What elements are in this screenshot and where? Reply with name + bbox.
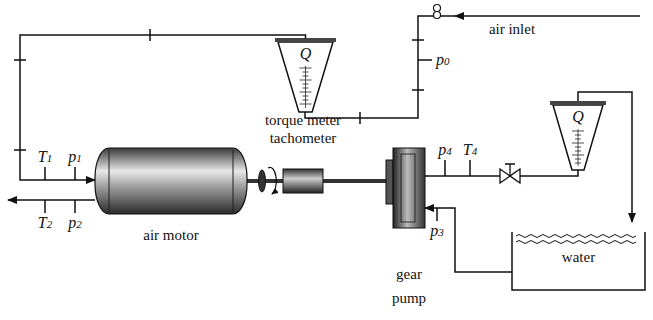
water-wave: [516, 235, 636, 238]
sensor-label: T4: [463, 141, 477, 160]
node-label: water: [512, 248, 645, 266]
motor-seam: [233, 150, 234, 212]
torque-meter-outline: [283, 169, 323, 193]
water-tank: water: [512, 222, 645, 290]
pump-plate: [401, 154, 415, 222]
node-label: gear pump: [386, 262, 432, 310]
scale-line: [578, 129, 579, 166]
air-motor: air motor: [95, 148, 247, 214]
shaft-line: [323, 179, 393, 183]
scale-line: [305, 66, 306, 108]
sensor-label: T2: [38, 214, 52, 233]
torque-meter: torque meter tachometer: [283, 169, 323, 193]
pipe-line: [425, 208, 512, 272]
flow-label: air inlet: [489, 20, 535, 38]
node-label: air motor: [143, 226, 198, 244]
water-wave: [516, 241, 636, 244]
flowmeter: Q: [553, 105, 603, 170]
sensor-label: T1: [38, 148, 52, 167]
flowmeter: Q: [278, 42, 333, 112]
meter-body: [283, 169, 323, 193]
rotameter-tube: [278, 42, 333, 112]
gear-pump-outline: [393, 148, 425, 228]
node-label: Q: [278, 45, 333, 63]
sensor-label: p1: [68, 148, 82, 167]
node-label: Q: [553, 108, 603, 126]
pump-body: [393, 148, 425, 228]
rotameter-cap: [275, 38, 336, 42]
air-motor-outline: [95, 148, 247, 214]
sensor-label: p0: [436, 51, 450, 70]
gear-pump: gear pump: [393, 148, 425, 228]
rotameter-tube: [553, 105, 603, 170]
sensor-label: p3: [430, 222, 444, 241]
sensor-label: p2: [68, 214, 82, 233]
motor-body: [95, 148, 247, 214]
sensor-label: p4: [438, 141, 452, 160]
tank-wall: [512, 232, 645, 290]
node-label: torque meter tachometer: [257, 111, 349, 147]
rotameter-cap: [550, 101, 606, 105]
motor-seam: [109, 150, 110, 212]
